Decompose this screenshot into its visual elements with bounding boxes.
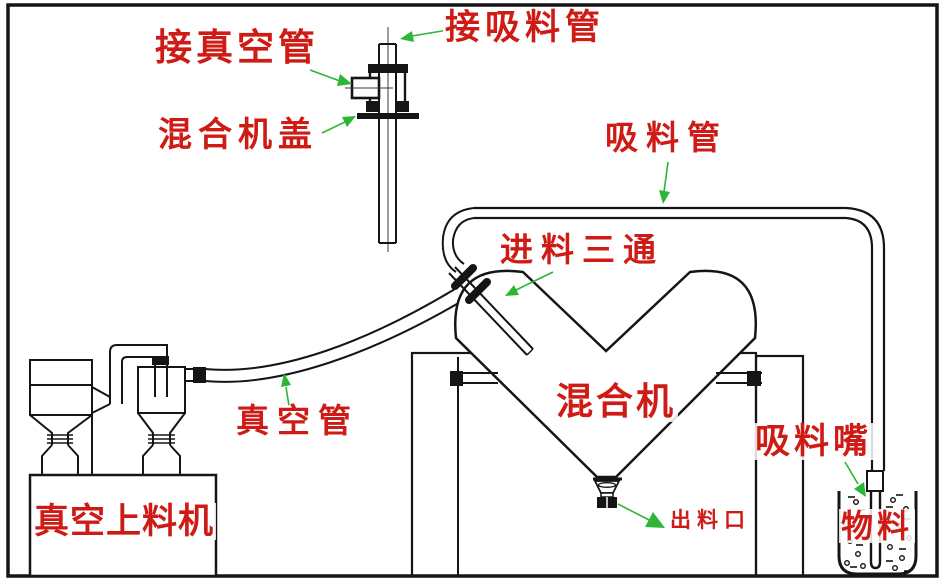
arrow-suction-nozzle xyxy=(844,461,866,497)
stand-right-leg xyxy=(754,354,805,578)
arrow-feed-tee xyxy=(505,271,554,296)
suction-nozzle-pipe xyxy=(869,491,882,570)
feeder-cyclone-box xyxy=(137,366,186,414)
vacuum-feeder-machine xyxy=(28,344,218,578)
pipe-clamp xyxy=(152,356,169,365)
feed-pipe-into-arm xyxy=(448,266,534,356)
label-mixer-cover: 混合机盖 xyxy=(156,117,320,154)
label-connect-vacuum-pipe: 接真空管 xyxy=(153,28,321,69)
arrow-discharge-outlet xyxy=(617,503,665,528)
feeder-filter-box xyxy=(29,359,93,416)
arrow-connect-vacuum-pipe xyxy=(309,69,352,86)
label-mixer: 混合机 xyxy=(554,382,678,423)
arrow-suction-pipe xyxy=(659,161,670,204)
suction-pipe xyxy=(474,206,886,471)
trunnion-left xyxy=(450,371,498,386)
feeder-transfer-pipe xyxy=(109,344,168,404)
suction-pipe-hook xyxy=(441,207,475,273)
trunnion-right xyxy=(716,371,762,386)
label-feed-tee: 进料三通 xyxy=(498,233,666,269)
vacuum-pipe-connector xyxy=(193,367,206,383)
cover-plate xyxy=(357,113,419,119)
feeder-left-hopper xyxy=(29,414,53,445)
label-vacuum-pipe: 真空管 xyxy=(234,404,361,440)
arrow-mixer-cover xyxy=(321,116,356,134)
label-material: 物料 xyxy=(839,508,916,544)
label-vacuum-feeder: 真空上料机 xyxy=(32,502,217,541)
arrow-connect-suction-pipe xyxy=(400,29,449,42)
feeder-right-hopper xyxy=(137,412,154,445)
discharge-valve xyxy=(593,477,622,508)
suction-nozzle xyxy=(866,470,884,492)
arrow-vacuum-pipe xyxy=(281,373,291,407)
v-mixer-body xyxy=(453,269,758,479)
mixer-cover-assembly xyxy=(345,27,419,252)
label-discharge-outlet: 出料口 xyxy=(668,508,753,532)
flange-top xyxy=(368,64,408,73)
label-suction-pipe: 吸料管 xyxy=(603,121,730,157)
label-suction-nozzle: 吸料嘴 xyxy=(753,422,875,461)
label-connect-suction-pipe: 接吸料管 xyxy=(443,8,608,47)
feed-tee-flange xyxy=(451,264,491,304)
vacuum-pipe xyxy=(204,288,463,383)
